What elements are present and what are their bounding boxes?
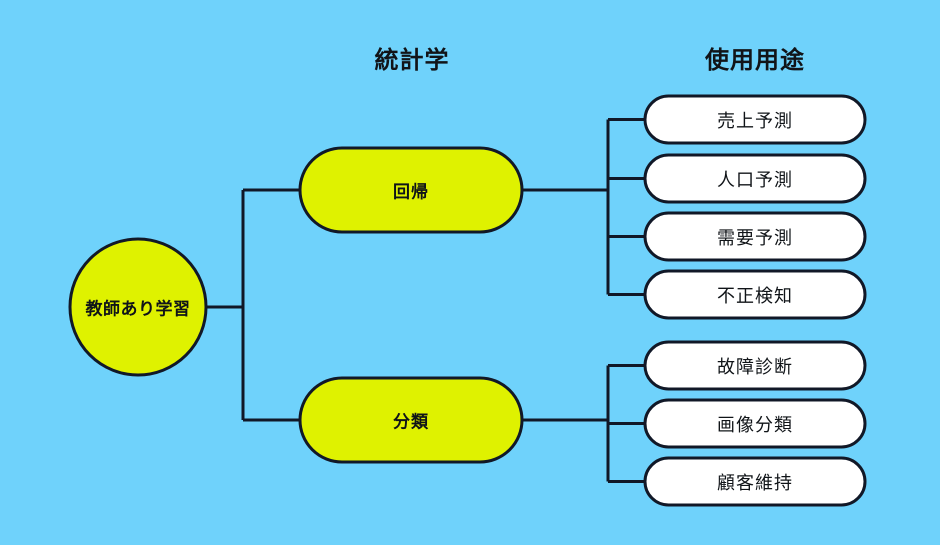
edge-group (206, 118, 645, 483)
root-node-label: 教師あり学習 (85, 299, 191, 320)
leaf-node-label-2-1: 故障診断 (717, 356, 793, 378)
leaf-node-label-2-3: 顧客維持 (717, 472, 793, 494)
branch-node-label-1: 回帰 (393, 182, 429, 203)
leaf-node-label-2-2: 画像分類 (717, 414, 793, 436)
leaf-node-1-2[interactable] (643, 153, 867, 204)
leaf-node-2-1[interactable] (643, 340, 867, 391)
leaf-node-2-2[interactable] (643, 398, 867, 449)
branch-node-label-2: 分類 (393, 412, 429, 433)
leaf-node-label-1-1: 売上予測 (717, 110, 793, 132)
leaf-node-label-1-2: 人口予測 (717, 169, 793, 191)
leaf-node-label-1-4: 不正検知 (717, 285, 793, 307)
root-node-circle[interactable] (68, 237, 208, 377)
leaf-node-2-3[interactable] (643, 456, 867, 507)
leaf-node-1-4[interactable] (643, 269, 867, 320)
leaf-node-label-1-3: 需要予測 (717, 227, 793, 249)
column-header-2: 使用用途 (705, 46, 805, 74)
leaf-node-1-1[interactable] (643, 94, 867, 145)
shape-group (68, 94, 867, 507)
branch-node-1[interactable] (298, 146, 524, 234)
column-header-1: 統計学 (374, 46, 450, 74)
branch-node-2[interactable] (298, 376, 524, 464)
leaf-node-1-3[interactable] (643, 211, 867, 262)
